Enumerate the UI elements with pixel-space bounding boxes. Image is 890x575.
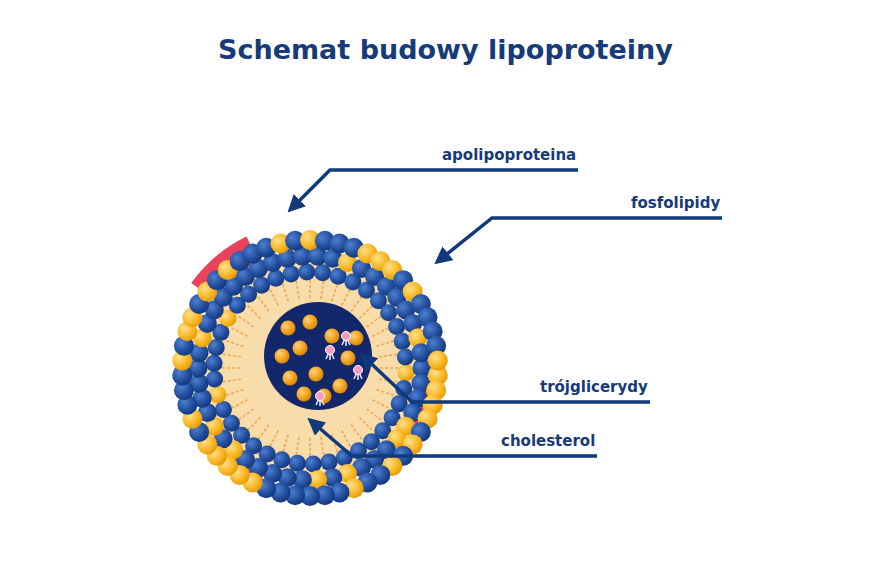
fatty-tail: [223, 354, 241, 357]
cholesterol-molecule: [309, 367, 324, 382]
fatty-tail: [321, 437, 324, 455]
phospholipid-head: [394, 333, 411, 350]
cholesterol-molecule: [303, 315, 318, 330]
leader-line: [310, 420, 597, 456]
leader-lines: [290, 170, 722, 456]
fatty-tail: [377, 390, 394, 396]
phospholipid-head: [206, 355, 223, 372]
cholesterol-molecule: [349, 331, 364, 346]
fatty-tail: [309, 438, 311, 456]
phospholipid-head: [397, 348, 414, 365]
cholesterol-molecule: [281, 321, 296, 336]
phospholipid-head: [206, 371, 223, 388]
part-label: trójglicerydy: [540, 378, 648, 396]
fatty-tail: [359, 417, 372, 430]
phospholipid-head: [336, 449, 353, 466]
phospholipid-head: [305, 455, 322, 472]
fatty-tail: [367, 316, 382, 327]
fatty-tail: [377, 341, 394, 347]
fatty-tail: [283, 435, 289, 452]
fatty-tail: [258, 297, 269, 312]
phospholipid-head: [320, 454, 337, 471]
fatty-tail: [270, 430, 278, 446]
fatty-tail: [342, 290, 350, 306]
cholesterol-molecule: [275, 349, 290, 364]
fatty-tail: [232, 400, 248, 408]
cholesterol-molecule: [341, 351, 356, 366]
fatty-tail: [309, 280, 311, 298]
fatty-tail: [321, 281, 324, 299]
part-label: apolipoproteina: [442, 146, 576, 164]
fatty-tail: [248, 306, 261, 319]
fatty-tail: [380, 367, 398, 369]
fatty-tail: [239, 316, 254, 327]
fatty-tail: [332, 284, 338, 301]
phospholipid-head: [289, 455, 306, 472]
fatty-tail: [372, 400, 388, 408]
cholesterol-molecule: [283, 371, 298, 386]
cholesterol-molecule: [297, 387, 312, 402]
diagram-title: Schemat budowy lipoproteiny: [218, 34, 673, 65]
cholesterol-molecule: [317, 389, 332, 404]
fatty-tail: [222, 367, 240, 369]
cholesterol-molecule: [325, 329, 340, 344]
phospholipid-head: [388, 318, 405, 335]
phospholipid-head: [298, 264, 315, 281]
fatty-tail: [296, 281, 299, 299]
fatty-tail: [359, 306, 372, 319]
phospholipid-head: [428, 351, 448, 371]
phospholipid-head: [215, 401, 232, 418]
triglyceride-molecule: [354, 366, 363, 381]
fatty-tail: [379, 354, 397, 357]
fatty-tail: [372, 328, 388, 336]
fatty-tail: [232, 328, 248, 336]
fatty-tail: [367, 409, 382, 420]
fatty-tail: [223, 379, 241, 382]
fatty-tail: [351, 297, 362, 312]
part-label: fosfolipidy: [631, 194, 720, 212]
lipid-core: [264, 302, 372, 410]
fatty-tail: [283, 284, 289, 301]
part-label: cholesterol: [501, 432, 595, 450]
phospholipid-head: [397, 364, 414, 381]
cholesterol-molecule: [333, 379, 348, 394]
phospholipid-head: [283, 265, 300, 282]
leader-line: [362, 355, 650, 402]
fatty-tail: [351, 425, 362, 440]
leader-line: [437, 218, 722, 262]
phospholipid-head: [314, 264, 331, 281]
phospholipid-head: [267, 270, 284, 287]
fatty-tail: [258, 425, 269, 440]
triglyceride-molecule: [342, 332, 351, 347]
fatty-tail: [226, 390, 243, 396]
phospholipid-head: [209, 386, 226, 403]
fatty-tail: [248, 417, 261, 430]
fatty-tail: [270, 290, 278, 306]
fatty-tail: [342, 430, 350, 446]
fatty-tail: [226, 341, 243, 347]
triglyceride-molecule: [316, 392, 325, 407]
triglyceride-molecule: [326, 346, 335, 361]
lipid-layer: [198, 256, 422, 480]
cholesterol-molecule: [293, 341, 308, 356]
leader-line: [290, 170, 578, 210]
fatty-tail: [296, 437, 299, 455]
lipoprotein-particle: [172, 230, 448, 506]
fatty-tail: [239, 409, 254, 420]
